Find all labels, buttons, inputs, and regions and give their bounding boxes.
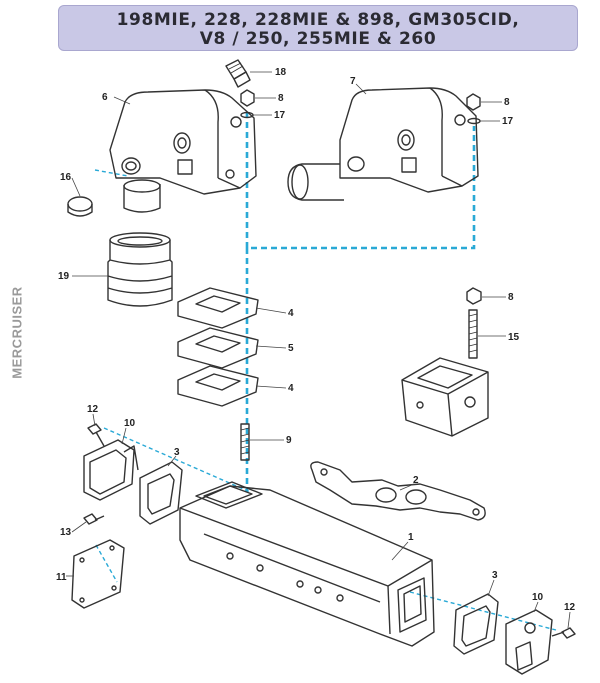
part-riser-block <box>401 357 489 437</box>
part-gasket-5 <box>177 327 259 369</box>
part-fitting-18 <box>225 59 251 88</box>
part-gasket-4-upper <box>177 287 259 329</box>
part-sleeve-19 <box>107 232 173 307</box>
callout-8-top-right: 8 <box>504 97 510 108</box>
callout-13: 13 <box>60 527 72 538</box>
callout-8-middle: 8 <box>508 292 514 303</box>
part-exhaust-manifold-1 <box>179 481 435 647</box>
part-gasket-4-lower <box>177 365 259 407</box>
part-manifold-gasket-2 <box>310 461 486 521</box>
part-stud-15 <box>468 309 478 359</box>
callout-1: 1 <box>408 532 414 543</box>
part-water-elbow-10-right <box>505 609 553 675</box>
callout-3-right: 3 <box>492 570 498 581</box>
part-gasket-3-left <box>139 461 183 525</box>
callout-12-right: 12 <box>564 602 576 613</box>
part-nut-8-middle <box>466 287 482 305</box>
part-bolt-13 <box>83 513 105 525</box>
part-gasket-3-right <box>453 593 499 655</box>
callout-3-left: 3 <box>174 447 180 458</box>
leader-lines <box>66 71 571 629</box>
callout-17-right: 17 <box>502 116 514 127</box>
callout-2: 2 <box>413 475 419 486</box>
part-stud-9 <box>240 423 250 461</box>
callout-8-top-left: 8 <box>278 93 284 104</box>
part-exhaust-elbow-6 <box>109 89 257 213</box>
assembly-lines <box>94 112 557 631</box>
callout-12-left: 12 <box>87 404 99 415</box>
callout-17-left: 17 <box>274 110 286 121</box>
title-line-2: V8 / 250, 255MIE & 260 <box>199 29 437 49</box>
part-plug-16 <box>67 196 93 217</box>
callout-10-left: 10 <box>124 418 136 429</box>
part-cover-plate-11 <box>71 539 125 609</box>
callout-19: 19 <box>58 271 70 282</box>
part-bolt-12-right <box>551 627 576 639</box>
part-bolt-12-left <box>87 423 105 447</box>
callout-5: 5 <box>288 343 294 354</box>
title-banner: 198MIE, 228, 228MIE & 898, GM305CID, V8 … <box>58 5 578 51</box>
title-line-1: 198MIE, 228, 228MIE & 898, GM305CID, <box>116 10 520 30</box>
callout-4-upper: 4 <box>288 308 294 319</box>
callout-15: 15 <box>508 332 520 343</box>
callout-11: 11 <box>56 572 67 583</box>
callout-numbers: 18 8 17 6 16 19 7 8 17 4 5 4 8 15 9 12 1… <box>56 67 576 613</box>
part-exhaust-elbow-7 <box>287 87 479 201</box>
callout-16: 16 <box>60 172 72 183</box>
part-water-elbow-10-left <box>83 439 139 501</box>
callout-10-right: 10 <box>532 592 544 603</box>
callout-7: 7 <box>350 76 356 87</box>
callout-4-lower: 4 <box>288 383 294 394</box>
callout-9: 9 <box>286 435 292 446</box>
callout-6: 6 <box>102 92 108 103</box>
callout-18: 18 <box>275 67 287 78</box>
